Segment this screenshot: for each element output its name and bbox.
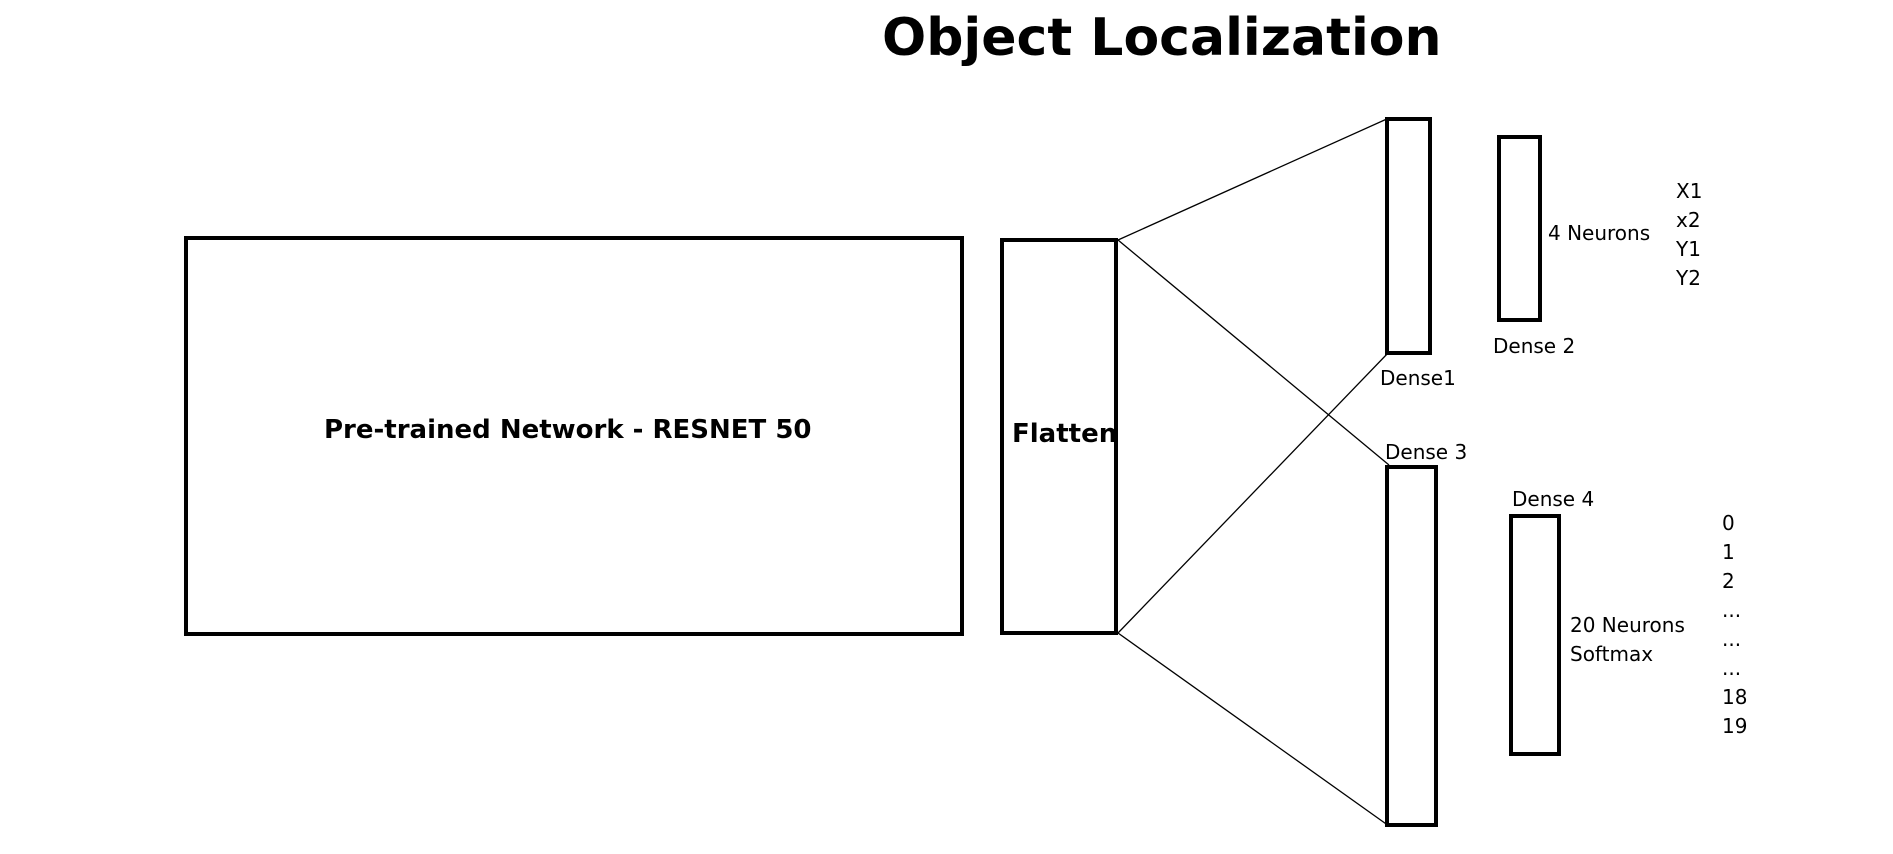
dense2-label: Dense 2 [1493, 334, 1576, 358]
class-output-item: 1 [1722, 540, 1735, 564]
dense4-note-line: 20 Neurons [1570, 613, 1685, 637]
bbox-outputs-list: X1 x2 Y1 Y2 [1676, 177, 1702, 293]
class-output-item: 0 [1722, 511, 1735, 535]
resnet-label: Pre-trained Network - RESNET 50 [324, 415, 812, 445]
bbox-output-item: Y2 [1676, 266, 1701, 290]
dense1-label: Dense1 [1380, 366, 1456, 390]
dense4-label: Dense 4 [1512, 487, 1595, 511]
diagram-title: Object Localization [882, 8, 1442, 68]
dense2-block [1497, 135, 1542, 322]
dense4-note-line: Softmax [1570, 642, 1654, 666]
dense4-block [1509, 514, 1561, 756]
dense3-label: Dense 3 [1385, 440, 1468, 464]
class-output-item: 19 [1722, 714, 1748, 738]
bbox-output-item: X1 [1676, 179, 1703, 203]
flatten-to-dense1-top [1117, 117, 1390, 241]
dense2-neurons-note: 4 Neurons [1548, 221, 1651, 245]
class-output-item: ... [1722, 656, 1742, 680]
flatten-to-dense1-bottom [1117, 351, 1390, 634]
resnet-block [184, 236, 964, 636]
class-output-item: 18 [1722, 685, 1748, 709]
class-outputs-list: 0 1 2 ... ... ... 18 19 [1722, 509, 1747, 741]
class-output-item: ... [1722, 627, 1742, 651]
dense1-block [1385, 117, 1432, 355]
dense4-neurons-note: 20 Neurons Softmax [1570, 611, 1685, 669]
class-output-item: ... [1722, 598, 1742, 622]
flatten-label: Flatten [1012, 419, 1118, 449]
bbox-output-item: x2 [1676, 208, 1701, 232]
bbox-output-item: Y1 [1676, 237, 1701, 261]
dense3-block [1385, 465, 1438, 827]
class-output-item: 2 [1722, 569, 1735, 593]
flatten-to-dense3-top [1117, 239, 1390, 466]
flatten-to-dense3-bottom [1117, 632, 1390, 827]
flatten-block [1000, 238, 1118, 635]
